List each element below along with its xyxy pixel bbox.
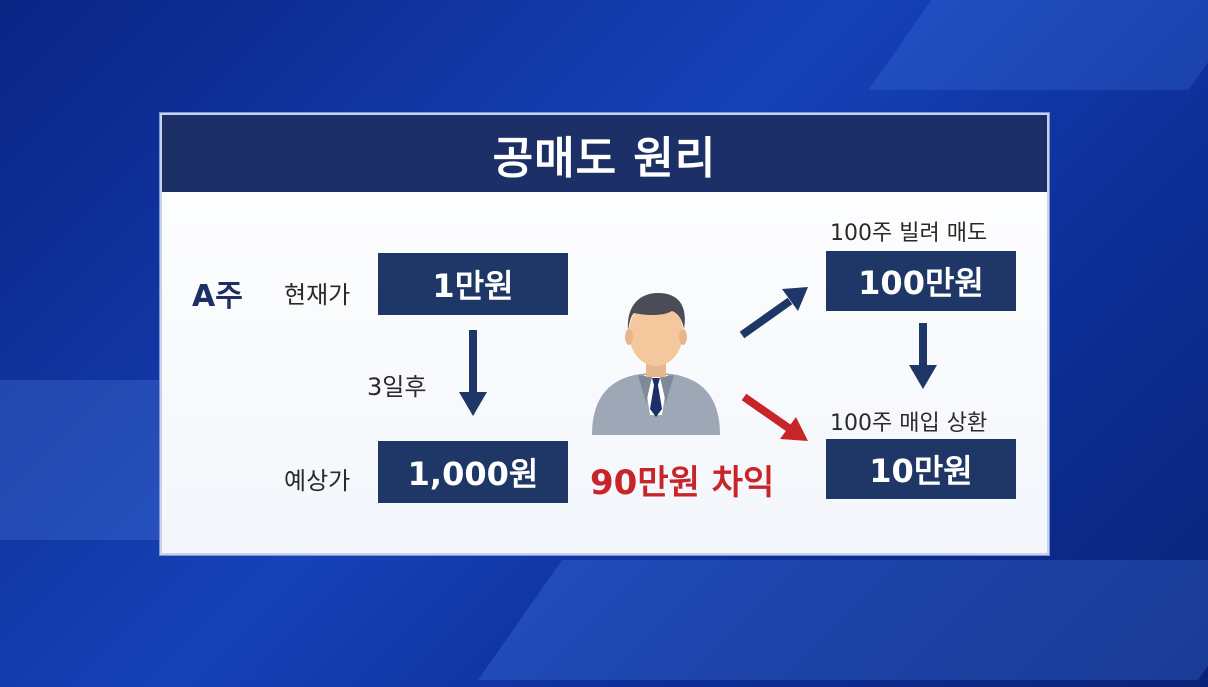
expected-price-label: 예상가: [284, 467, 351, 495]
delay-label: 3일후: [367, 373, 427, 401]
current-price-box: 1만원: [378, 253, 568, 315]
down-right-arrow-icon: [741, 393, 808, 441]
person-icon: [592, 293, 720, 435]
profit-label: 90만원 차익: [590, 463, 775, 503]
down-arrow-right-icon: [909, 323, 937, 389]
diagram-title: 공매도 원리: [492, 132, 717, 184]
title-bar: 공매도 원리: [162, 115, 1047, 192]
buy-value-box: 10만원: [826, 439, 1016, 499]
current-price-label: 현재가: [284, 281, 351, 309]
buy-caption: 100주 매입 상환: [830, 411, 988, 436]
expected-price-value: 1,000원: [407, 455, 539, 493]
diagram-card: 공매도 원리 A주 현재가 1만원 3일후 예상가 1,000원 90만원 차익: [160, 113, 1049, 555]
expected-price-box: 1,000원: [378, 441, 568, 503]
up-right-arrow-icon: [739, 287, 808, 339]
sell-value: 100만원: [858, 264, 984, 302]
background-stripe: [477, 560, 1208, 680]
sell-value-box: 100만원: [826, 251, 1016, 311]
down-arrow-left-icon: [459, 330, 487, 416]
current-price-value: 1만원: [432, 267, 514, 305]
buy-value: 10만원: [869, 452, 973, 490]
stock-label: A주: [192, 279, 243, 314]
sell-caption: 100주 빌려 매도: [830, 221, 988, 246]
